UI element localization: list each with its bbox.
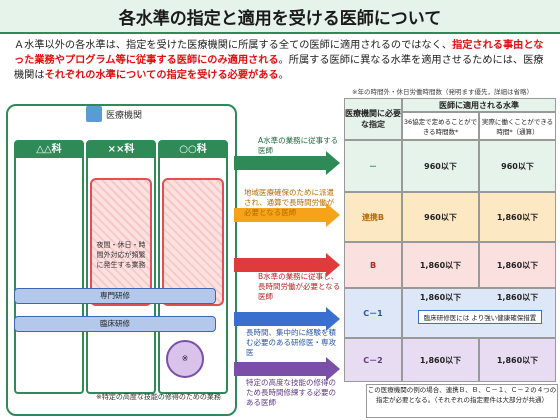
cell-value: 1,860以下 [402,242,479,288]
col-sub-36: 36協定で定めることができる時間数* [402,112,479,140]
row-level-a: － [344,140,402,192]
label-b: B水準の業務に従事し、長時間労働が必要となる医師 [258,272,341,301]
cell-value: 960以下 [402,192,479,242]
col-sub-actual: 実際に働くことができる時間*（通算） [479,112,556,140]
intro-text: Ａ水準以外の各水準は、指定を受けた医療機関に所属する全ての医師に適用されるのでは… [14,38,548,83]
arrow-b [234,253,340,277]
cell-value: 1,860以下 [419,293,462,302]
label-c2: 特定の高度な技能の修得のため長時間修練する必要のある医師 [246,378,336,407]
arrow-a [234,151,340,175]
cell-value: 1,860以下 [479,338,556,382]
panel-footnote: ※特定の高度な技能の修得のための業務 [96,393,221,401]
specialty-training-label: 専門研修 [100,291,130,300]
star-mark: ※ [181,354,189,363]
table-top-note: ※年の時間外・休日労働時間数（発明ます優先，詳細は省略） [352,88,533,96]
intro-highlight-1: 指定される事由となった業務やプログラム等に従事する医師にのみ適用される [14,40,544,66]
arrow-c1 [234,307,340,331]
hospital-label: 医療機関 [106,111,143,121]
title-bar [0,0,560,34]
arrow-c2 [234,357,340,381]
long-hours-work-box [90,178,152,306]
dept-name: ○○科 [160,142,226,158]
specialty-training-bar: 専門研修 [14,288,216,304]
c1-note: 臨床研修医には より強い健康確保措置 [418,310,542,324]
label-c1: 長時間、集中的に経験を積む必要のある研修医・専攻医 [246,328,336,357]
cell-value: 960以下 [402,140,479,192]
col-header-applied: 医師に適用される水準 [402,98,556,112]
cell-value: 960以下 [479,140,556,192]
label-renkei-b: 地域医療確保のために派遣され、通算で長時間労働が必要となる医師 [244,188,335,217]
row-level-b: B [344,242,402,288]
intro-highlight-2: それぞれの水準についての指定を受ける必要がある [44,70,279,81]
label-a: A水準の業務に従事する医師 [258,136,339,155]
page-title: 各水準の指定と適用を受ける医師について [118,9,442,29]
intro-part1: Ａ水準以外の各水準は、指定を受けた医療機関に所属する全ての医師に適用されるのでは… [14,40,453,51]
dept-column-1: △△科 [14,140,84,394]
long-hours-work-box-2 [162,178,224,306]
cell-value: 1,860以下 [479,192,556,242]
intro-part5: 。 [278,70,289,81]
col-header-level: 医療機関に必要な指定 [344,98,402,140]
specialized-skill-marker: ※ [166,340,204,378]
clinical-training-bar: 臨床研修 [14,316,216,332]
arrow-renkei-b [234,203,340,227]
row-level-c1: C－1 [344,288,402,338]
dept-name: ××科 [88,142,154,158]
cell-value: 1,860以下 [402,338,479,382]
cell-value: 1,860以下 [496,293,539,302]
dept-name: △△科 [16,142,82,158]
long-hours-work-label: 夜間・休日・時間外対応が頻繁に発生する業務 [96,241,146,269]
row-level-renkei-b: 連携B [344,192,402,242]
clinical-training-label: 臨床研修 [100,319,130,328]
table-bottom-note: この医療機関の例の場合、連携Ｂ、Ｂ、Ｃ－１、Ｃ－２の４つの指定が必要となる。（そ… [366,384,558,418]
cell-value: 1,860以下 [479,242,556,288]
hospital-icon [86,106,102,122]
intro-part3: 。所属する医師に異なる水準を適用させるためには、医療機関は [14,55,544,81]
row-level-c2: C－2 [344,338,402,382]
